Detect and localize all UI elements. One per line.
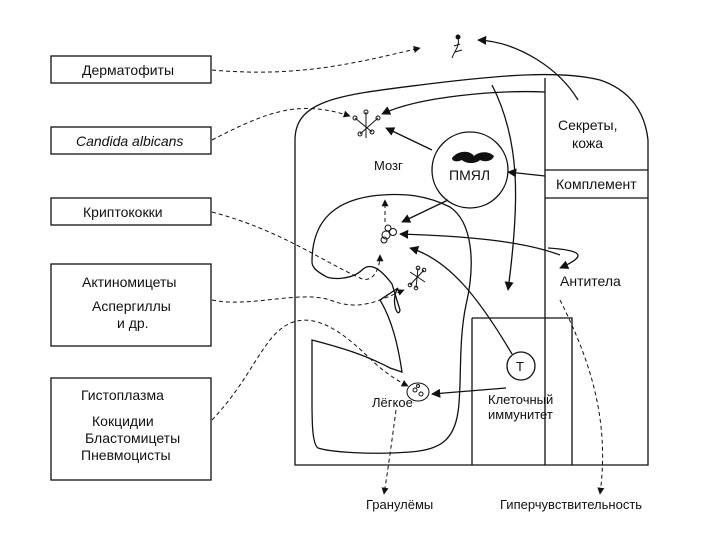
pathogen-box-dermatophytes: Дерматофиты: [50, 55, 212, 84]
antibodies-label: Антитела: [560, 273, 621, 289]
pathogen-box-actinomycetes: Актиномицеты Аспергиллы и др.: [50, 263, 212, 347]
complement-label: Комплемент: [556, 176, 637, 192]
aspergilli-label: Аспергиллы: [92, 298, 171, 314]
pmn-cell: ПМЯЛ: [431, 131, 509, 209]
granulomas-label: Гранулёмы: [366, 497, 433, 512]
body-outline: [294, 73, 649, 466]
defense-arrows: [381, 35, 579, 398]
t-cell: Т: [506, 351, 536, 381]
dermatophyte-hypha-icon: [451, 34, 463, 59]
histoplasma-label: Гистоплазма: [81, 387, 164, 403]
pneumocysts-label: Пневмоцисты: [81, 447, 171, 463]
pathogen-box-cryptococci: Криптококки: [50, 197, 212, 226]
aspergillus-icon: [407, 265, 427, 291]
lung-label: Лёгкое: [372, 395, 413, 410]
cellular-immunity-line1: Клеточный: [488, 392, 553, 407]
entry-arrows: [211, 46, 605, 495]
secretions-label-line2: кожа: [572, 135, 603, 151]
spherule-icon: [406, 382, 430, 402]
organ-outline: [311, 193, 472, 454]
blastomycetes-label: Бластомицеты: [85, 430, 180, 446]
pathogen-box-histoplasma: Гистоплазма Кокцидии Бластомицеты Пневмо…: [50, 377, 212, 481]
and-others-label: и др.: [117, 315, 149, 331]
pmn-nucleus-icon: [452, 151, 494, 163]
secretions-label-line1: Секреты,: [558, 117, 618, 133]
candida-icon: [352, 109, 381, 138]
hypersensitivity-label: Гиперчувствительность: [500, 497, 642, 512]
brain-label: Мозг: [374, 158, 403, 173]
cryptococci-label: Криптококки: [83, 204, 163, 220]
coccidia-label: Кокцидии: [92, 413, 154, 429]
cellular-immunity-line2: иммунитет: [488, 407, 553, 422]
pmn-label: ПМЯЛ: [449, 167, 490, 183]
t-cell-label: Т: [516, 359, 524, 374]
pathogen-box-candida: Candida albicans: [50, 126, 212, 155]
candida-label: Candida albicans: [76, 133, 183, 149]
actinomycetes-label: Актиномицеты: [82, 274, 176, 290]
cryptococcus-icon: [380, 224, 397, 244]
dermatophytes-label: Дерматофиты: [82, 62, 174, 78]
